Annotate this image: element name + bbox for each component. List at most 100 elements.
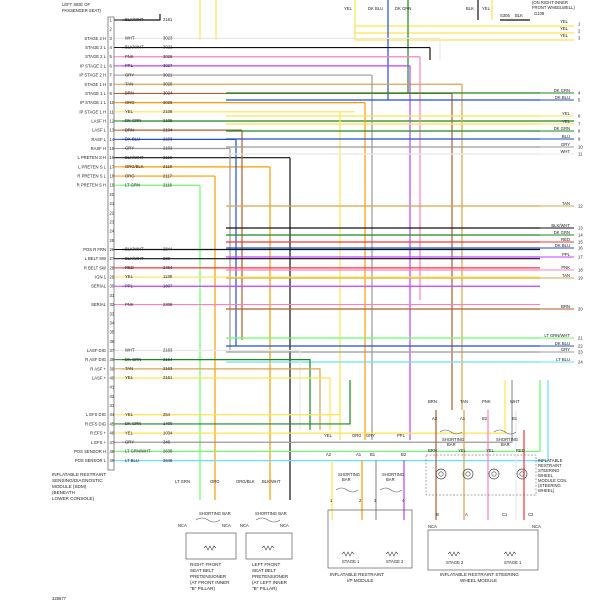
sw-nca-1: NCA: [428, 524, 437, 529]
wire-pin-lower: [122, 368, 321, 430]
pin-wire-color: ORG/BLK: [125, 164, 144, 169]
rp-cap-1: RIGHT FRONT: [190, 562, 221, 567]
wire-pin-bottom: [122, 380, 549, 462]
sdm-title-4: (BENEATH: [52, 490, 75, 495]
right-wire-pin: 8: [578, 129, 581, 134]
sw-coil-2: RESTRAINT: [538, 463, 562, 468]
pin-signal: IGN 1: [95, 275, 107, 280]
pin-signal: IP STAGE 1 L: [80, 100, 107, 105]
ip-wire-yel: YEL: [324, 433, 333, 438]
ip-cap-1: INFLATABLE RESTRAINT: [330, 572, 384, 577]
lp-wire-2: BLK/WHT: [262, 479, 281, 484]
pin-number: 15: [110, 146, 115, 151]
pin-wire-color: DK GRN: [125, 357, 141, 362]
coil-circle: [488, 468, 500, 480]
lp-squib: [261, 545, 275, 551]
rp-squiggle: [195, 517, 221, 523]
pin-circuit: 254: [163, 412, 171, 417]
pin-number: 19: [110, 183, 115, 188]
pin-signal: RASF L: [91, 137, 106, 142]
pin-number: 38: [110, 357, 115, 362]
ip-squib-1: [341, 551, 355, 557]
pin-signal: POS SENSOR L: [75, 458, 107, 463]
wire-pin-lower: [122, 359, 311, 430]
pin-number: 44: [110, 412, 115, 417]
pin-circuit: 1139: [163, 274, 173, 279]
pin-wire-color: LT GRN: [125, 182, 140, 187]
pin-wire-color: PPL: [125, 283, 134, 288]
ip-cap-2: I/P MODULE: [347, 578, 373, 583]
coil-circle: [516, 468, 528, 480]
ip-squiggle-1: [335, 487, 359, 493]
pin-wire-color: GRY: [125, 72, 134, 77]
sw-nca-2: NCA: [532, 524, 541, 529]
right-wire-label: GRY: [561, 142, 570, 147]
right-wire-pin: 4: [578, 91, 581, 96]
pin-circuit: 2164: [163, 357, 173, 362]
lp-cap-1: LEFT FRONT: [252, 562, 280, 567]
pin-wire-color: BLK/WHT: [125, 45, 144, 50]
rp-cap-3: PRETENSIONER: [190, 574, 227, 579]
pin-number: 9: [110, 91, 113, 96]
pin-wire-color: LT GRN/WHT: [125, 449, 151, 454]
pin-wire-color: WHT: [125, 36, 135, 41]
pin-circuit: 2102: [163, 146, 173, 151]
right-wire-label: DK BLU: [555, 95, 570, 100]
pin-circuit: 2103: [163, 137, 173, 142]
right-wire-pin: 20: [578, 307, 583, 312]
lp-wire-1: ORG/BLK: [236, 479, 255, 484]
sdm-title-5: LOWER CONSOLE): [52, 496, 95, 501]
pin-number: 37: [110, 348, 115, 353]
sw-wire-wht: WHT: [510, 399, 520, 404]
rp-cap-2: SEAT BELT: [190, 568, 214, 573]
pin-number: 23: [110, 219, 115, 224]
right-wire-label: DK GRN: [554, 230, 570, 235]
ip-stage-2: STAGE 2: [386, 559, 404, 564]
pin-wire-color: ORG: [125, 100, 135, 105]
pin-circuit: 2844: [163, 247, 173, 252]
pin-wire-color: YEL: [125, 430, 134, 435]
sw-coil-4: WHEEL: [538, 473, 554, 478]
pin-signal: LASF H: [91, 118, 106, 123]
pin-wire-color: BRN: [125, 91, 134, 96]
sw-coil-5: MODULE COIL: [538, 478, 568, 483]
pin-number: 48: [110, 449, 115, 454]
sw-mid-yel2: YEL: [486, 448, 495, 453]
pin-signal: STAGE 2 L: [85, 45, 107, 50]
pin-number: 5: [110, 54, 113, 59]
ip-stage-1: STAGE 1: [342, 559, 360, 564]
pin-number: 35: [110, 330, 115, 335]
pin-circuit: 2104: [163, 127, 173, 132]
top-right-wire-pin: 3: [578, 36, 581, 41]
rp-squib: [203, 545, 217, 551]
sw-squib-1: [503, 551, 517, 557]
lp-nca-1: NCA: [240, 523, 249, 528]
sw-pin-b2: B2: [482, 416, 488, 421]
pin-number: 7: [110, 73, 113, 78]
wire-pin-bottom: [122, 380, 541, 453]
pin-circuit: 2464: [163, 265, 173, 270]
pin-number: 8: [110, 82, 113, 87]
splice-label: S305: [500, 13, 510, 18]
pin-signal: L EFS +: [91, 440, 107, 445]
pin-number: 20: [110, 192, 115, 197]
pin-wire-color: BLK/WHT: [125, 155, 144, 160]
pin-wire-color: BLK/WHT: [125, 247, 144, 252]
sw-cap-1: INFLATABLE RESTRAINT STEERING: [440, 572, 519, 577]
pin-number: 25: [110, 238, 115, 243]
pin-circuit: 2116: [163, 182, 173, 187]
pin-wire-color: TAN: [125, 366, 133, 371]
rp-shorting: SHORTING BAR: [199, 511, 231, 516]
header-note-1: (ON RIGHT INNER: [532, 0, 568, 5]
top-right-wire-pin: 1: [578, 22, 581, 27]
pin-number: 14: [110, 137, 115, 142]
top-right-wire-label: YEL: [560, 33, 569, 38]
rp-wire-2: ORG: [210, 479, 220, 484]
ip-short-1b: BAR: [342, 477, 351, 482]
lp-squiggle: [255, 517, 281, 523]
rp-nca-2: NCA: [222, 523, 231, 528]
rp-nca-1: NCA: [178, 523, 187, 528]
sw-squiggle-1: [439, 429, 463, 435]
header-blk: BLK: [466, 6, 474, 11]
